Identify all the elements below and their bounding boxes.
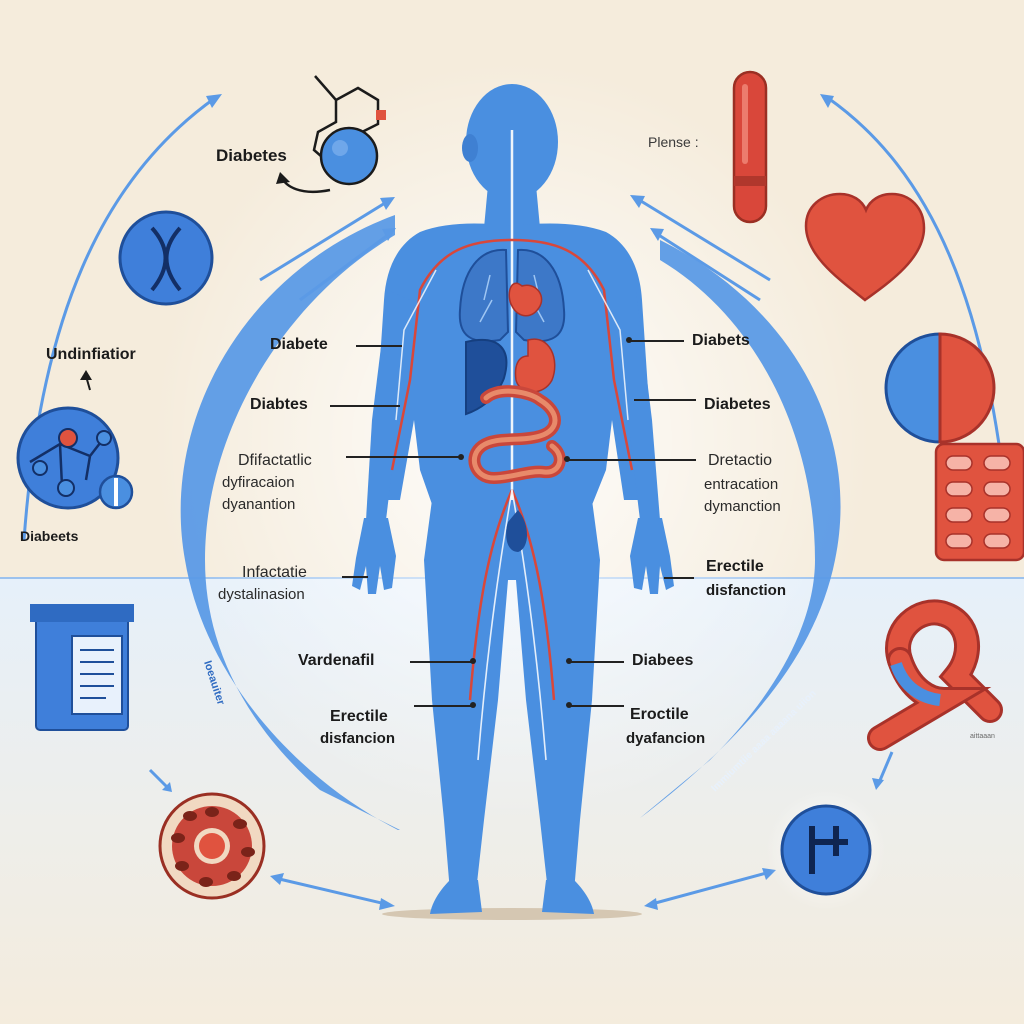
label-left-4a: Infactatie	[242, 564, 307, 581]
leader-line	[568, 459, 696, 461]
leader-line	[570, 705, 624, 707]
chromosome-icon	[118, 210, 214, 306]
label-left-3a: Dfifactatlic	[238, 452, 312, 469]
leader-dot	[470, 658, 476, 664]
label-right-5: Diabees	[632, 652, 694, 669]
label-diabetes-top: Diabetes	[216, 146, 287, 165]
leader-dot	[470, 702, 476, 708]
inner-arc-right	[640, 240, 841, 818]
leader-dot	[566, 702, 572, 708]
capsule-icon	[732, 70, 768, 224]
blister-pack-icon	[934, 442, 1024, 562]
heart-icon	[804, 192, 926, 302]
label-left-3b: dyfiracaion	[222, 474, 295, 491]
pill-bottle-icon	[30, 604, 134, 731]
tiny-right-text: aittaaan	[970, 733, 995, 740]
label-plense: Plense :	[648, 134, 699, 150]
label-right-2: Diabetes	[704, 396, 771, 413]
leader-line	[570, 661, 624, 663]
half-pill-icon	[884, 332, 996, 444]
molecule-icon	[276, 75, 386, 194]
label-right-3b: entracation	[704, 476, 779, 493]
leader-line	[414, 705, 472, 707]
leader-line	[634, 399, 696, 401]
leader-line	[410, 661, 472, 663]
arrow-head	[206, 94, 222, 108]
label-right-3c: dymanction	[704, 498, 781, 515]
label-left-5: Vardenafil	[298, 652, 375, 669]
awareness-ribbon-icon	[867, 599, 1003, 751]
label-diabeets: Diabeets	[20, 528, 79, 544]
label-right-6b: dyafancion	[626, 730, 706, 747]
blood-vessel-cross-section-icon	[158, 792, 266, 900]
label-right-4a: Erectile	[706, 558, 764, 575]
leader-dot	[458, 454, 464, 460]
label-undinfiatior: Undinfiatior	[46, 346, 136, 363]
leader-line	[356, 345, 402, 347]
plus-icon	[766, 790, 886, 910]
leader-line	[664, 577, 694, 579]
human-body-figure	[352, 84, 674, 914]
leader-dot	[564, 456, 570, 462]
inner-arc-left	[180, 215, 400, 830]
label-right-1: Diabets	[692, 332, 750, 349]
leader-line	[342, 576, 368, 578]
leader-line	[346, 456, 460, 458]
leader-dot	[566, 658, 572, 664]
label-right-6a: Eroctile	[630, 706, 689, 723]
label-left-6b: disfancion	[320, 730, 396, 747]
label-left-6a: Erectile	[330, 708, 388, 725]
arrow-head	[820, 94, 834, 108]
network-molecule-icon	[16, 406, 134, 510]
label-left-3c: dyanantion	[222, 496, 296, 513]
leader-line	[630, 340, 684, 342]
label-left-4b: dystalinasion	[218, 586, 305, 603]
leader-dot	[626, 337, 632, 343]
label-left-1: Diabete	[270, 336, 328, 353]
label-right-3a: Dretactio	[708, 452, 773, 469]
leader-line	[330, 405, 400, 407]
label-right-4b: disfanction	[706, 582, 787, 599]
label-left-2: Diabtes	[250, 396, 308, 413]
